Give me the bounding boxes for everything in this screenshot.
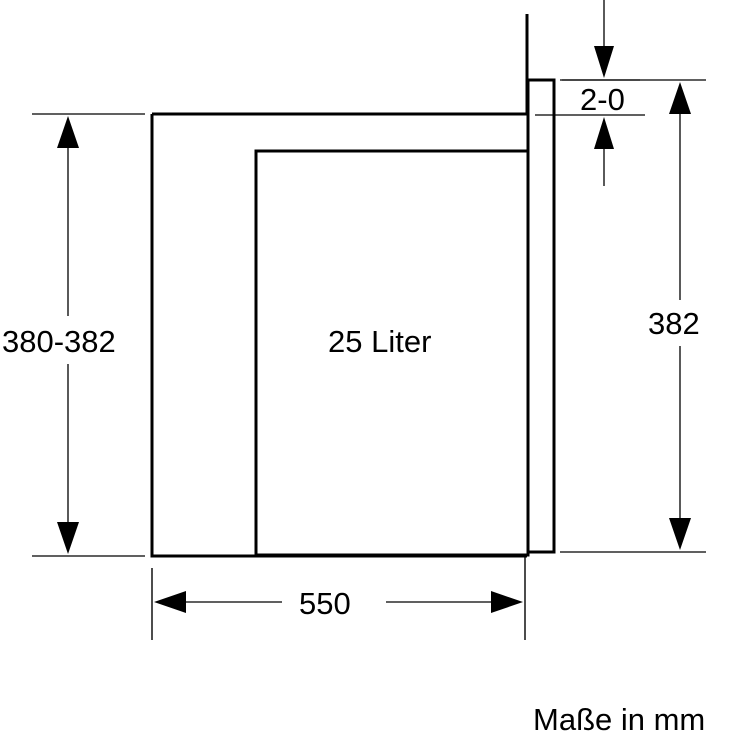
label-height-niche: 380-382 <box>2 324 116 359</box>
label-volume: 25 Liter <box>328 324 431 359</box>
label-height-unit: 382 <box>648 306 700 341</box>
right-dim-arrow-up <box>669 82 691 114</box>
gap-dim-arrow-up <box>594 117 614 149</box>
depth-dim-arrow-left <box>154 591 186 613</box>
depth-dim-arrow-right <box>491 591 523 613</box>
cabinet-outline <box>150 14 529 558</box>
label-units-note: Maße in mm <box>533 702 705 736</box>
left-dim-arrow-down <box>57 522 79 554</box>
label-gap: 2-0 <box>580 82 625 117</box>
gap-dim-arrow-down <box>594 46 614 78</box>
label-depth: 550 <box>299 586 351 621</box>
left-dim-arrow-up <box>57 116 79 148</box>
right-dim-arrow-down <box>669 518 691 550</box>
appliance-front-panel <box>526 78 556 554</box>
